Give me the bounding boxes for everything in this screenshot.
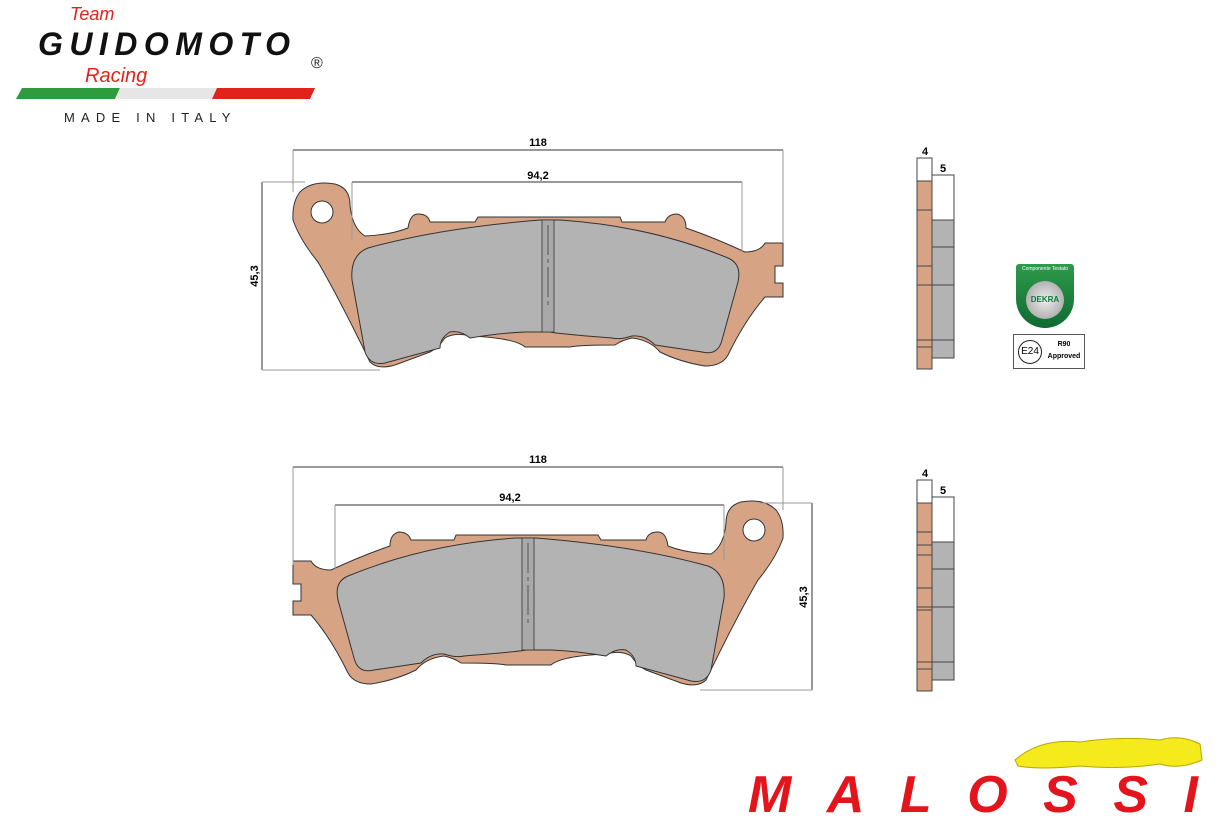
dim-plate-thickness: 4 [922,146,929,158]
dekra-caption: Componente Testato [1022,266,1069,272]
dim-friction-thickness: 5 [940,485,946,497]
dim-friction-width: 94,2 [527,170,548,182]
rear-pad-side-view: 4 5 [916,468,955,692]
dekra-seal-icon: DEKRA [1026,281,1064,319]
dim-plate-thickness: 4 [922,468,929,480]
svg-text:MALOSSI: MALOSSI [748,766,1200,824]
dim-height: 45,3 [798,586,810,607]
svg-text:Team: Team [70,4,114,24]
dekra-badge: Componente Testato DEKRA [1016,264,1074,328]
flag-green [16,88,120,99]
dim-friction-width: 94,2 [499,492,520,504]
dim-height: 45,3 [249,265,261,286]
front-pad-drawing: 118 94,2 45,3 [249,137,784,371]
svg-text:GUIDOMOTO: GUIDOMOTO [38,26,290,62]
dim-overall-width: 118 [529,137,547,149]
lion-icon [1014,737,1203,769]
flag-red [212,88,315,99]
rear-pad-drawing: 118 94,2 45,3 [292,454,813,691]
flag-white [115,88,217,99]
dim-overall-width: 118 [529,454,547,466]
malossi-logo: MALOSSI [748,737,1203,824]
front-pad-side-view: 4 5 [916,146,955,370]
svg-text:®: ® [311,55,323,72]
dim-friction-thickness: 5 [940,163,946,175]
guidomoto-logo: Team GUIDOMOTO Racing ® [16,4,323,99]
svg-text:Racing: Racing [85,65,147,87]
made-in-italy: MADE IN ITALY [64,110,237,125]
